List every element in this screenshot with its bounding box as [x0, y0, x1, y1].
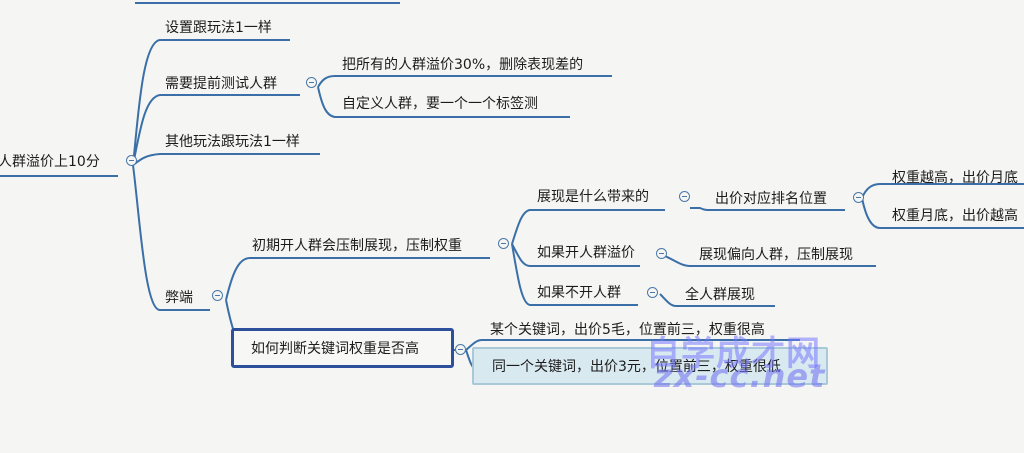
selected-node-frame[interactable]: [231, 328, 454, 368]
node-premium-30[interactable]: 把所有的人群溢价30%，删除表现差的: [340, 55, 585, 75]
branch-disadvantage[interactable]: 弊端: [163, 288, 195, 308]
node-keyword-5mao[interactable]: 某个关键词，出价5毛，位置前三，权重很高: [488, 320, 767, 340]
connector-judge-c1: [465, 339, 800, 351]
node-weight-low-bid-high[interactable]: 权重月底，出价越高: [890, 206, 1020, 226]
node-bid-rank[interactable]: 出价对应排名位置: [713, 189, 829, 209]
node-show-bias[interactable]: 展现偏向人群，压制展现: [697, 245, 855, 265]
highlight-box: [472, 347, 828, 385]
collapse-icon[interactable]: [647, 287, 658, 298]
node-label: 权重月底，出价越高: [892, 208, 1018, 224]
branch-label: 设置跟玩法1一样: [165, 20, 272, 36]
root-node[interactable]: 人群溢价上10分: [0, 152, 102, 172]
node-label: 同一个关键词，出价3元，位置前三，权重很低: [492, 359, 781, 375]
connector-disadv-c1: [225, 257, 490, 301]
node-open-premium[interactable]: 如果开人群溢价: [535, 243, 637, 263]
connector-no-crowd: [659, 293, 775, 307]
collapse-icon[interactable]: [126, 155, 137, 166]
watermark-text: 自学成才网: [646, 334, 821, 374]
node-weight-high-bid-low[interactable]: 权重越高，出价月底: [890, 168, 1020, 188]
node-early-suppress[interactable]: 初期开人群会压制展现，压制权重: [250, 236, 464, 256]
collapse-icon[interactable]: [656, 248, 667, 259]
root-label: 人群溢价上10分: [0, 154, 100, 170]
node-label: 某个关键词，出价5毛，位置前三，权重很高: [490, 322, 765, 338]
collapse-icon[interactable]: [498, 238, 509, 249]
node-no-crowd[interactable]: 如果不开人群: [535, 283, 623, 303]
connector-early-c3: [511, 243, 638, 306]
connector-b2-c2: [317, 86, 570, 118]
collapse-icon[interactable]: [679, 191, 690, 202]
branch-other-same[interactable]: 其他玩法跟玩法1一样: [163, 132, 302, 152]
node-label: 把所有的人群溢价30%，删除表现差的: [342, 57, 584, 73]
connector-b2-c1: [317, 75, 612, 88]
connector-early-c2: [511, 243, 640, 267]
node-label: 展现是什么带来的: [537, 189, 649, 205]
node-label: 如果不开人群: [537, 285, 621, 301]
connector-branch-3: [132, 153, 320, 166]
connector-bid-c2: [861, 197, 1024, 229]
node-show-source[interactable]: 展现是什么带来的: [535, 187, 651, 207]
connector-early-c1: [511, 209, 665, 245]
collapse-icon[interactable]: [853, 192, 864, 203]
connector-show-source: [690, 207, 845, 211]
node-label: 自定义人群，要一个一个标签测: [342, 96, 538, 112]
collapse-icon[interactable]: [455, 344, 466, 355]
connector-branch-4: [132, 164, 210, 311]
branch-label: 其他玩法跟玩法1一样: [165, 134, 300, 150]
collapse-icon[interactable]: [212, 290, 223, 301]
node-label: 初期开人群会压制展现，压制权重: [252, 238, 462, 254]
branch-label: 需要提前测试人群: [165, 76, 277, 92]
node-label: 权重越高，出价月底: [892, 170, 1018, 186]
node-label: 全人群展现: [685, 287, 755, 303]
node-label: 如果开人群溢价: [537, 245, 635, 261]
node-custom-crowd[interactable]: 自定义人群，要一个一个标签测: [340, 94, 540, 114]
collapse-icon[interactable]: [306, 77, 317, 88]
branch-label: 弊端: [165, 290, 193, 306]
node-label: 出价对应排名位置: [715, 191, 827, 207]
node-keyword-3yuan[interactable]: 同一个关键词，出价3元，位置前三，权重很低: [490, 357, 783, 377]
branch-setup-same[interactable]: 设置跟玩法1一样: [163, 18, 274, 38]
connector-branch-1: [132, 39, 290, 166]
node-all-crowd[interactable]: 全人群展现: [683, 285, 757, 305]
branch-pretest-crowd[interactable]: 需要提前测试人群: [163, 74, 279, 94]
node-label: 如何判断关键词权重是否高: [251, 341, 419, 357]
node-judge-weight[interactable]: 如何判断关键词权重是否高: [249, 339, 421, 359]
watermark-url: zx-cc.net: [654, 357, 826, 395]
node-label: 展现偏向人群，压制展现: [699, 247, 853, 263]
connector-branch-2: [132, 94, 300, 166]
